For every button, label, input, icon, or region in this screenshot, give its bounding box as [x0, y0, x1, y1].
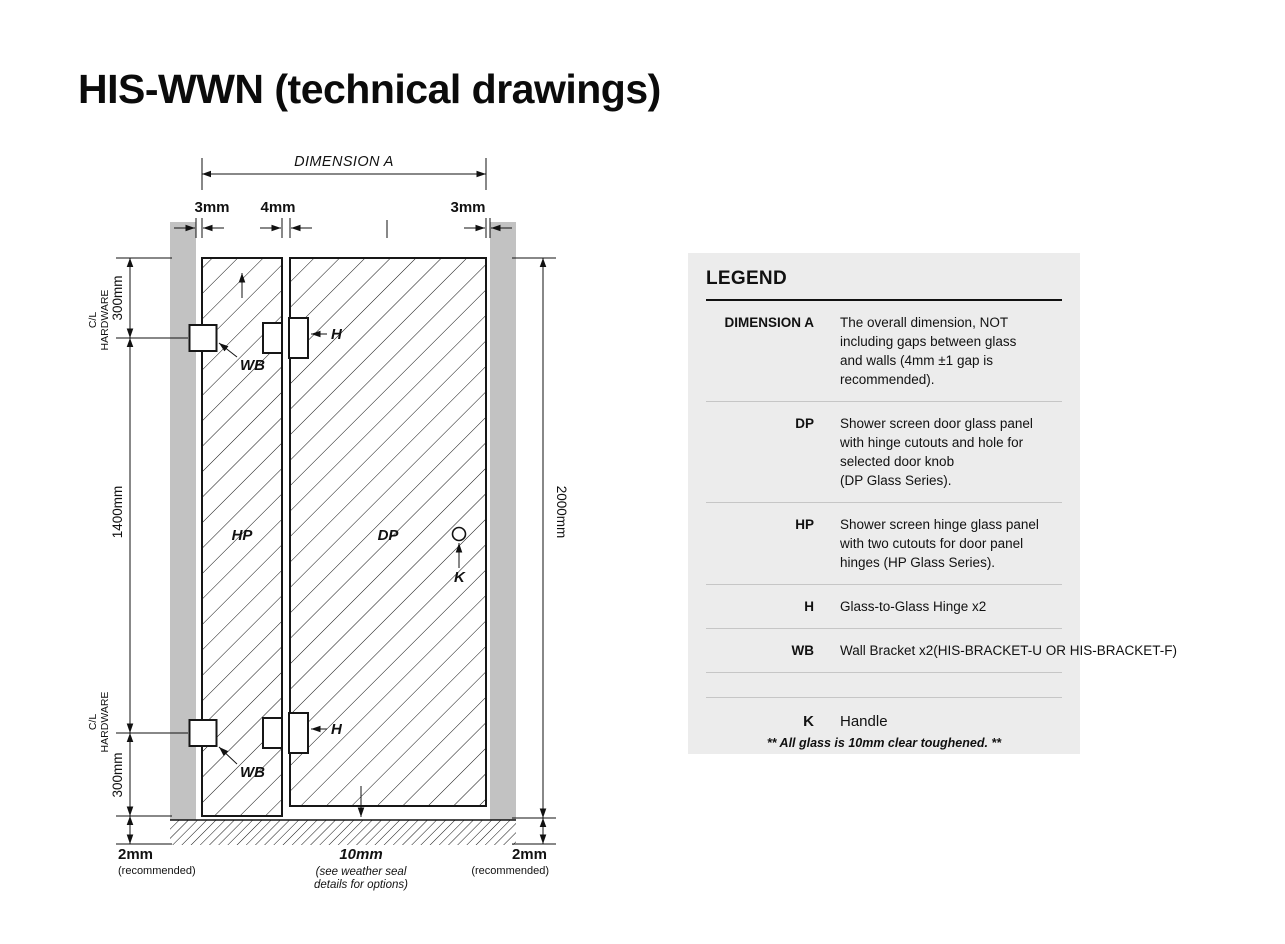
- wall-bracket-top: [188, 324, 218, 352]
- legend-term: HP: [795, 517, 814, 532]
- bottom-center-gap-value: 10mm: [339, 846, 382, 863]
- legend-desc: The overall dimension, NOT including gap…: [840, 315, 1017, 387]
- wall-bracket-bottom-label: WB: [240, 764, 265, 781]
- legend-term: DP: [795, 416, 814, 431]
- cl-hardware-bottom-line2: HARDWARE: [99, 692, 111, 753]
- dim-300-bottom-label: 300mm: [110, 752, 125, 797]
- hinge-top-dp-side: [288, 317, 309, 359]
- bottom-left-gap-value: 2mm: [118, 846, 153, 863]
- cl-hardware-top-line2: HARDWARE: [99, 290, 111, 351]
- dimension-a-label: DIMENSION A: [294, 154, 394, 170]
- hinge-top-label: H: [331, 326, 343, 343]
- hardware: H WB H WB K: [188, 273, 467, 781]
- legend-row-k: K Handle: [706, 697, 1062, 746]
- right-wall: [490, 222, 516, 820]
- glass-footnote: ** All glass is 10mm clear toughened. **: [766, 736, 1002, 750]
- dim-1400-label: 1400mm: [110, 486, 125, 539]
- gap-middle-label: 4mm: [260, 199, 295, 216]
- cl-hardware-top-line1: C/L: [87, 312, 99, 329]
- gap-left-label: 3mm: [194, 199, 229, 216]
- bottom-right-gap-note: (recommended): [471, 865, 549, 877]
- legend-term: WB: [791, 643, 815, 658]
- legend-row-h: H Glass-to-Glass Hinge x2: [706, 584, 1062, 628]
- legend-desc: Shower screen door glass panel with hing…: [840, 416, 1033, 488]
- legend-term: K: [803, 713, 814, 730]
- page-title: HIS-WWN (technical drawings): [78, 66, 661, 112]
- bottom-annotations: 2mm (recommended) 10mm (see weather seal…: [118, 786, 549, 891]
- bottom-center-gap-note2: details for options): [314, 879, 408, 891]
- legend-row-hp: HP Shower screen hinge glass panel with …: [706, 502, 1062, 584]
- technical-drawing: HP DP DIMENSION A 3mm 4mm 3mm: [60, 130, 640, 925]
- legend-desc: Handle: [840, 713, 888, 730]
- legend-desc: Wall Bracket x2(HIS-BRACKET-U OR HIS-BRA…: [840, 643, 1178, 658]
- top-gap-dimensions: 3mm 4mm 3mm: [174, 199, 512, 238]
- legend-term: DIMENSION A: [724, 315, 814, 330]
- wall-bracket-bottom: [188, 719, 218, 747]
- hinge-top-hp-side: [262, 322, 283, 354]
- hinge-bottom-dp-side: [288, 712, 309, 754]
- hinge-bottom-label: H: [331, 721, 343, 738]
- dim-300-top-label: 300mm: [110, 275, 125, 320]
- legend-term: H: [804, 599, 814, 614]
- legend-title: LEGEND: [706, 253, 1062, 301]
- dp-panel-label: DP: [378, 527, 400, 544]
- handle-hole: [451, 526, 467, 542]
- handle-label: K: [454, 569, 466, 586]
- floor: [170, 819, 516, 845]
- legend-row-dimension-a: DIMENSION A The overall dimension, NOT i…: [706, 301, 1062, 401]
- hp-panel-label: HP: [232, 527, 254, 544]
- bottom-center-gap-note1: (see weather seal: [316, 866, 407, 878]
- left-dimension-chain: C/L HARDWARE 300mm 1400mm C/L HARDWARE 3…: [87, 257, 188, 845]
- dim-2000-label: 2000mm: [554, 486, 569, 539]
- legend-row-wb: WB Wall Bracket x2(HIS-BRACKET-U OR HIS-…: [706, 628, 1177, 672]
- gap-right-label: 3mm: [450, 199, 485, 216]
- cl-hardware-bottom-line1: C/L: [87, 714, 99, 731]
- bottom-left-gap-note: (recommended): [118, 865, 196, 877]
- legend-panel: LEGEND DIMENSION A The overall dimension…: [688, 253, 1177, 754]
- legend-spacer-row: [706, 672, 1062, 697]
- right-dimension-chain: 2000mm: [512, 257, 569, 845]
- wall-bracket-top-label: WB: [240, 357, 265, 374]
- hinge-bottom-hp-side: [262, 717, 283, 749]
- legend-desc: Shower screen hinge glass panel with two…: [840, 517, 1039, 570]
- dimension-a: DIMENSION A: [201, 154, 487, 190]
- legend-row-dp: DP Shower screen door glass panel with h…: [706, 401, 1062, 502]
- bottom-right-gap-value: 2mm: [512, 846, 547, 863]
- drawing-canvas: HP DP DIMENSION A 3mm 4mm 3mm: [87, 154, 569, 891]
- legend-desc: Glass-to-Glass Hinge x2: [840, 599, 987, 614]
